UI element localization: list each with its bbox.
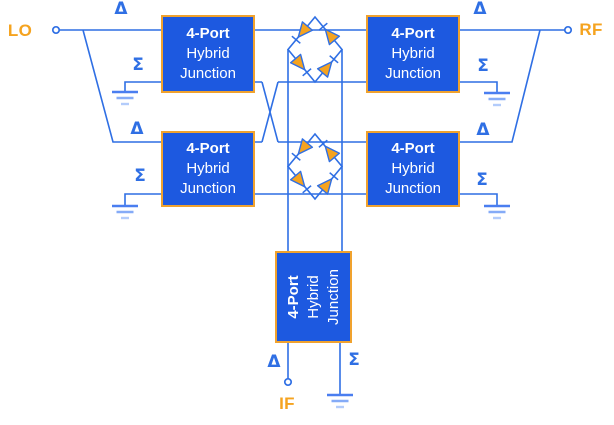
block-title: 4-Port	[186, 25, 230, 42]
diode-cathode	[291, 35, 301, 44]
diode	[289, 170, 306, 188]
block-title: 4-Port	[284, 275, 302, 319]
lo-port-label: LO	[7, 21, 33, 40]
delta-label: Δ	[473, 0, 487, 19]
block-line: Hybrid	[304, 275, 322, 319]
block-line: Hybrid	[186, 45, 230, 62]
delta-label: Δ	[267, 352, 281, 372]
block-title: 4-Port	[186, 140, 230, 157]
delta-label: Δ	[130, 119, 144, 139]
ground-symbol	[112, 90, 138, 106]
block-line: Hybrid	[391, 160, 435, 177]
ground-symbol	[484, 204, 510, 220]
ring-rails	[287, 49, 343, 251]
sigma-label: Σ	[132, 55, 144, 75]
sigma-label: Σ	[134, 166, 146, 186]
block-line: Junction	[180, 65, 236, 82]
diode-cathode	[302, 68, 312, 77]
block-line: Hybrid	[391, 45, 435, 62]
ground-symbol	[484, 91, 510, 107]
rf-port-label: RF	[579, 20, 603, 39]
ring-outline	[286, 15, 344, 84]
diode-cathode	[302, 185, 312, 194]
br-sigma-wire	[460, 193, 498, 206]
block-line: Junction	[385, 180, 441, 197]
lo-split-diagonal	[82, 29, 161, 143]
diode	[316, 61, 333, 78]
diode-cathode	[291, 152, 301, 161]
ground-symbol	[112, 204, 138, 220]
if-terminal	[283, 377, 293, 387]
delta-label: Δ	[476, 120, 490, 140]
block-line: Junction	[180, 180, 236, 197]
diode	[297, 21, 314, 38]
diode	[324, 145, 341, 163]
lo-terminal	[51, 25, 61, 35]
sigma-label: Σ	[348, 350, 360, 370]
diode	[316, 178, 333, 195]
delta-label: Δ	[114, 0, 128, 19]
diode-cathode	[318, 139, 328, 148]
ground-symbol	[327, 393, 353, 409]
diode-ring-bottom	[286, 132, 344, 201]
diode-ring-top	[286, 15, 344, 84]
block-line: Junction	[324, 269, 342, 325]
hybrid-junction-bottom-right: 4-Port Hybrid Junction	[366, 131, 460, 207]
diode-cathode	[329, 172, 339, 181]
diode-cathode	[318, 22, 328, 31]
diode-cathode	[329, 55, 339, 64]
hybrid-junction-if: 4-Port Hybrid Junction	[275, 251, 352, 343]
sigma-label: Σ	[476, 170, 488, 190]
block-line: Hybrid	[186, 160, 230, 177]
if-port-label: IF	[279, 394, 295, 413]
block-title: 4-Port	[391, 140, 435, 157]
rf-terminal	[563, 25, 573, 35]
tr-sigma-wire	[460, 81, 498, 93]
block-title: 4-Port	[391, 25, 435, 42]
diode	[297, 138, 314, 155]
sigma-label: Σ	[477, 56, 489, 76]
hybrid-junction-bottom-left: 4-Port Hybrid Junction	[161, 131, 255, 207]
rotated-block-text: 4-Port Hybrid Junction	[284, 253, 344, 341]
tl-sigma-wire	[124, 81, 161, 92]
hybrid-junction-top-left: 4-Port Hybrid Junction	[161, 15, 255, 93]
diode	[289, 53, 306, 71]
crossover-wires	[255, 81, 279, 143]
diode	[324, 28, 341, 46]
hybrid-junction-top-right: 4-Port Hybrid Junction	[366, 15, 460, 93]
block-line: Junction	[385, 65, 441, 82]
ring-outline	[286, 132, 344, 201]
rf-split-diagonal	[460, 29, 541, 143]
bl-sigma-wire	[124, 193, 161, 206]
